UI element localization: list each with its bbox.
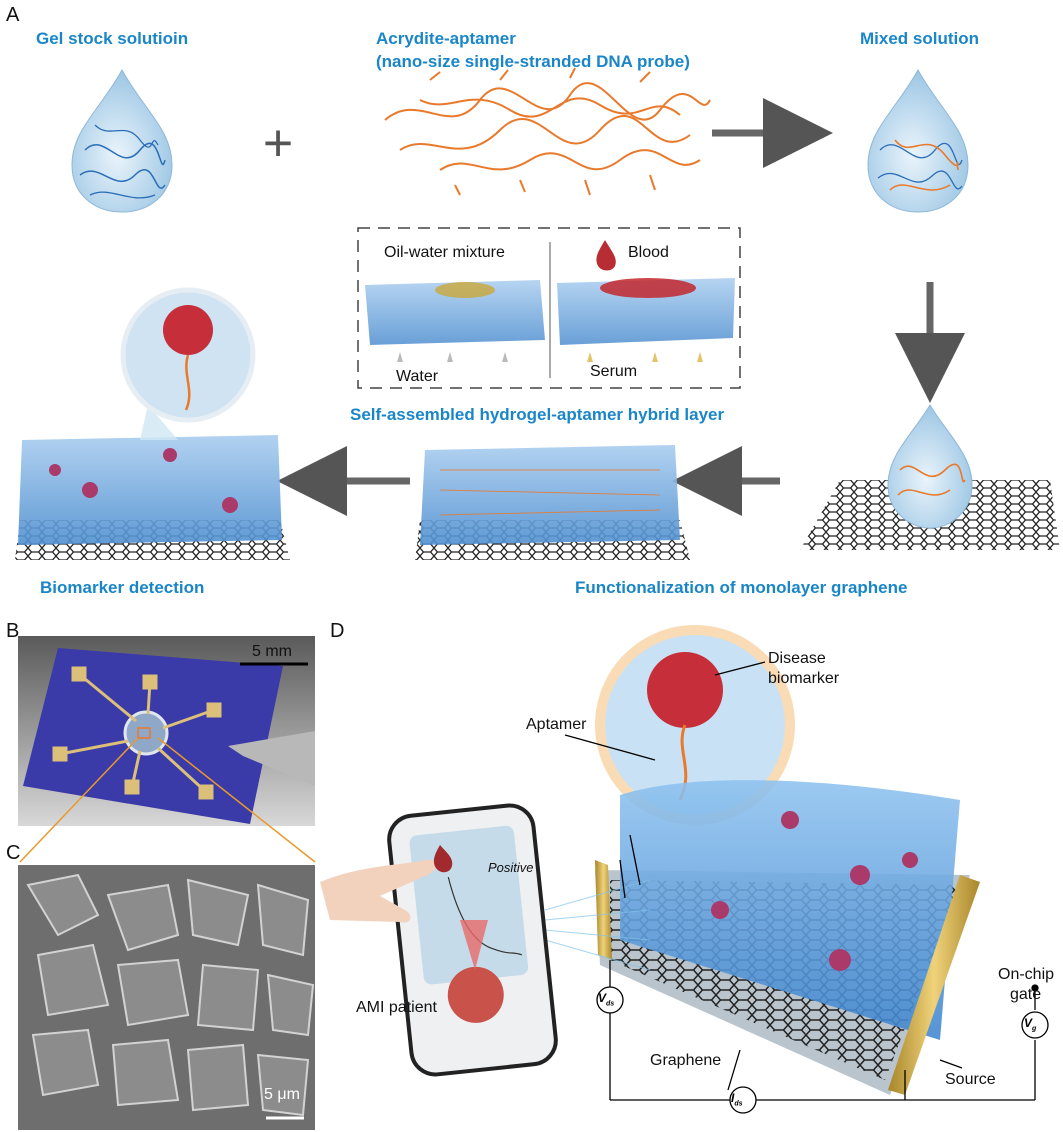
plus-sign: + xyxy=(263,115,293,173)
smartphone xyxy=(387,803,558,1077)
graphene-with-drop xyxy=(800,404,1060,550)
vg-symbol: V xyxy=(1024,1016,1033,1030)
captured-biomarkers xyxy=(711,811,918,971)
serum-gel xyxy=(557,278,735,345)
gel-stock-drop xyxy=(71,68,173,213)
blood-label: Blood xyxy=(628,244,669,261)
hand xyxy=(320,859,436,923)
panel-b-photo xyxy=(18,636,315,826)
disease-biomarker-molecule xyxy=(647,652,723,728)
biomarker-pointer xyxy=(714,661,766,676)
ami-patient-label: AMI patient xyxy=(356,999,437,1016)
vg-label: Vg xyxy=(1024,1016,1036,1032)
scale-label-b: 5 mm xyxy=(252,643,292,660)
aptamer-title-line1: Acrydite-aptamer xyxy=(376,29,516,48)
water-drops xyxy=(397,352,508,362)
source-label: Source xyxy=(945,1071,996,1088)
gel-stock-title: Gel stock solutioin xyxy=(36,29,189,48)
on-chip-gate-line2: gate xyxy=(1010,986,1042,1003)
on-chip-gate-line1: On-chip xyxy=(998,966,1055,983)
vds-subscript: ds xyxy=(606,1000,615,1008)
positive-label: Positive xyxy=(488,860,534,875)
hydrogel-network xyxy=(620,780,960,1040)
vg-subscript: g xyxy=(1032,1025,1037,1033)
oil-water-gel xyxy=(365,280,545,345)
zoom-lines xyxy=(19,737,316,863)
disease-label-line1: Disease xyxy=(768,650,826,667)
biomarker-detection-block xyxy=(15,287,290,560)
hybrid-layer-title: Self-assembled hydrogel-aptamer hybrid l… xyxy=(350,405,725,424)
vds-symbol: V xyxy=(598,991,607,1005)
panel-letter-c: C xyxy=(6,842,21,864)
panel-a-illustration: + xyxy=(15,67,1060,560)
vds-label: Vds xyxy=(598,991,614,1007)
hybrid-layer-block xyxy=(415,445,690,560)
mixed-solution-title: Mixed solution xyxy=(860,29,979,48)
water-label: Water xyxy=(396,368,439,385)
measurement-circuit xyxy=(596,834,1049,1114)
aptamer-tangle xyxy=(384,67,711,196)
panel-c-sem-image xyxy=(18,865,315,1130)
inset-dashed-box xyxy=(357,227,741,389)
biomarker-detection-title: Biomarker detection xyxy=(40,578,205,597)
tweezers xyxy=(228,731,315,786)
functionalization-title: Functionalization of monolayer graphene xyxy=(575,578,908,597)
panel-letter-d: D xyxy=(330,620,345,642)
gel-dome xyxy=(123,710,169,756)
oil-droplets xyxy=(435,282,495,298)
graphene-label: Graphene xyxy=(650,1052,722,1069)
source-electrode xyxy=(888,875,980,1095)
serum-label: Serum xyxy=(590,363,638,380)
aptamer-label: Aptamer xyxy=(526,716,587,733)
aptamer-title-line2: (nano-size single-stranded DNA probe) xyxy=(376,52,690,71)
panel-letter-a: A xyxy=(6,4,20,26)
oil-water-label: Oil-water mixture xyxy=(384,244,505,261)
blood-cell xyxy=(600,278,696,298)
blood-drop xyxy=(596,240,616,271)
signal-lines xyxy=(544,879,651,971)
aptamer-pointer xyxy=(564,734,656,761)
ids-symbol: I xyxy=(731,1091,735,1105)
ids-label: Ids xyxy=(731,1091,743,1107)
serum-drops xyxy=(587,352,703,362)
scale-label-c: 5 μm xyxy=(264,1086,300,1103)
panel-letter-b: B xyxy=(6,620,20,642)
disease-label-line2: biomarker xyxy=(768,670,840,687)
chip-electrodes xyxy=(52,666,222,800)
finger-blood-drop xyxy=(433,845,453,873)
panel-d-illustration xyxy=(320,625,1049,1114)
mixed-solution-drop xyxy=(867,68,969,213)
ids-subscript: ds xyxy=(734,1100,743,1108)
